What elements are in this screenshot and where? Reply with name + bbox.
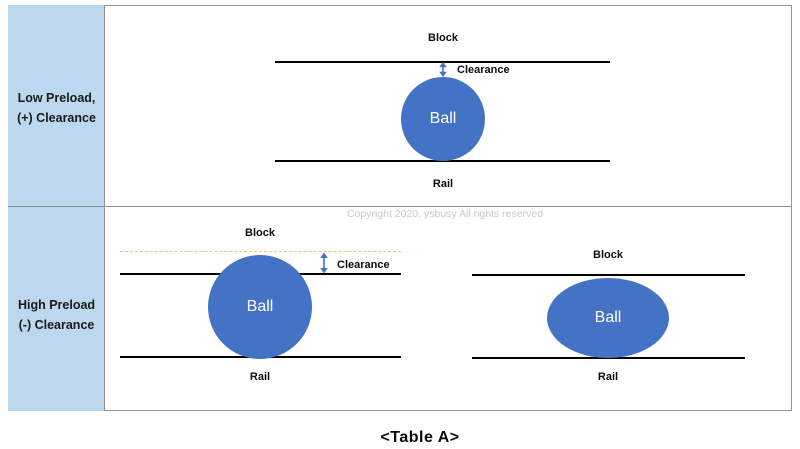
high-preload-left-rail-label: Rail bbox=[249, 371, 271, 383]
high-preload-right-ball-ellipse: Ball bbox=[547, 278, 669, 358]
row1-header-label: Low Preload, (+) Clearance bbox=[8, 88, 105, 128]
high-preload-right-ball-label: Ball bbox=[594, 309, 622, 326]
high-preload-clearance-label: Clearance bbox=[337, 259, 390, 271]
high-preload-right-rail-line bbox=[472, 357, 745, 359]
table-frame bbox=[8, 5, 792, 411]
high-preload-left-ball-label: Ball bbox=[246, 298, 274, 315]
row2-header-line2: (-) Clearance bbox=[18, 318, 95, 332]
low-preload-block-label: Block bbox=[428, 32, 458, 44]
low-preload-ball: Ball bbox=[401, 77, 485, 161]
row1-header-line2: (+) Clearance bbox=[17, 111, 96, 125]
high-preload-right-rail-label: Rail bbox=[597, 371, 619, 383]
low-preload-rail-label: Rail bbox=[432, 178, 454, 190]
low-preload-rail-line bbox=[275, 160, 610, 162]
clearance-double-arrow-icon bbox=[320, 252, 328, 274]
header-column bbox=[8, 5, 105, 411]
copyright-watermark: Copyright 2020. ysbusy All rights reserv… bbox=[346, 208, 544, 220]
clearance-double-arrow-icon bbox=[439, 62, 447, 77]
row1-header-line1: Low Preload, bbox=[17, 91, 96, 105]
row2-header-label: High Preload (-) Clearance bbox=[8, 295, 105, 335]
low-preload-ball-label: Ball bbox=[429, 110, 457, 127]
low-preload-block-line bbox=[275, 61, 610, 63]
high-preload-right-block-line bbox=[472, 274, 745, 276]
clearance-reference-dashed-line bbox=[120, 251, 401, 252]
high-preload-left-block-label: Block bbox=[245, 227, 275, 239]
row2-header-line1: High Preload bbox=[17, 298, 96, 312]
high-preload-right-block-label: Block bbox=[593, 249, 623, 261]
low-preload-clearance-label: Clearance bbox=[457, 64, 510, 76]
high-preload-left-ball: Ball bbox=[208, 255, 312, 359]
table-caption: <Table A> bbox=[380, 429, 460, 446]
row-divider bbox=[8, 205, 792, 207]
